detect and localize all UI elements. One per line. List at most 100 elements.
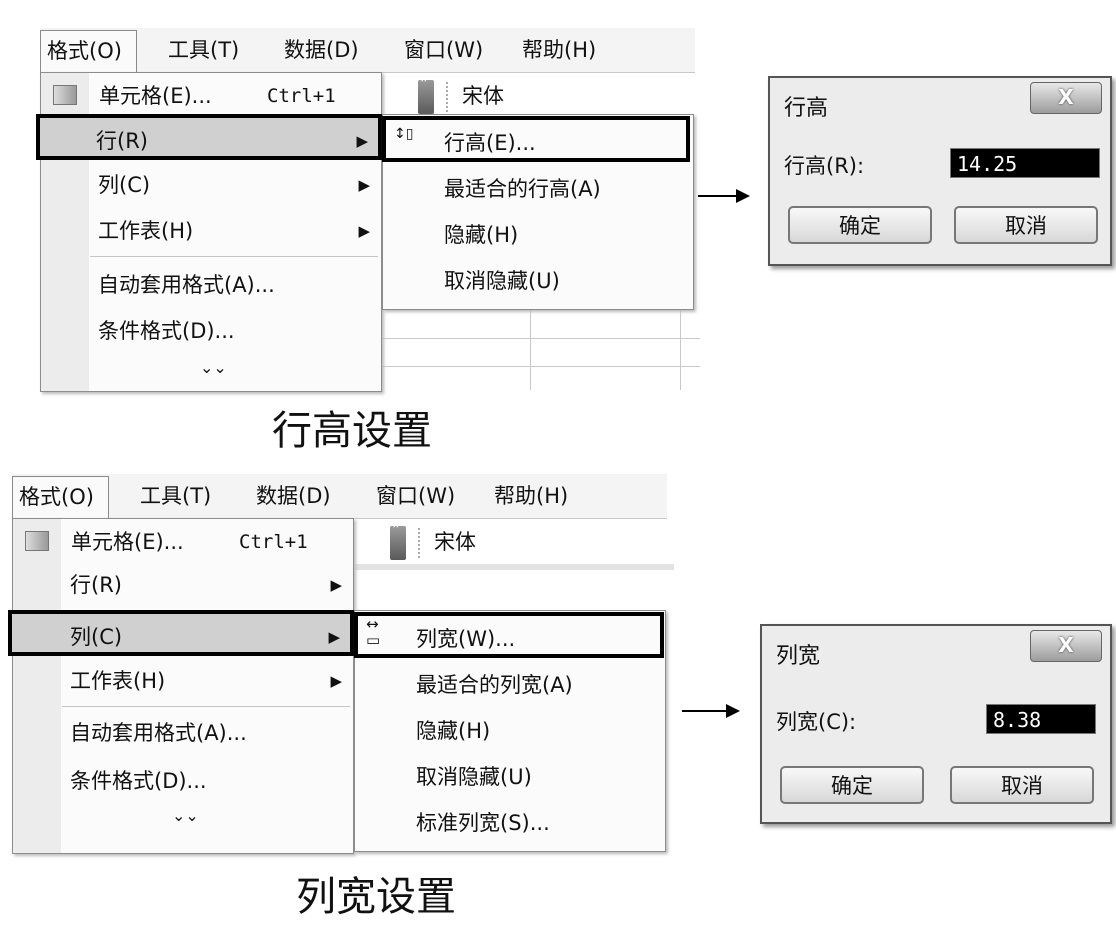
row-height-label: 行高(R): <box>784 154 865 178</box>
submenu-item-column-hide[interactable]: 隐藏(H) <box>354 708 664 754</box>
arrow-icon <box>682 704 740 718</box>
menu-item-label: 隐藏(H) <box>416 719 491 743</box>
shortcut-label: Ctrl+1 <box>267 85 336 107</box>
grid-line <box>380 366 700 367</box>
close-icon[interactable]: X <box>1030 630 1102 662</box>
expand-menu-icon[interactable]: ⌄⌄ <box>172 806 199 825</box>
menu-item-label: 最适合的行高(A) <box>444 177 601 201</box>
menu-item-sheet[interactable]: 工作表(H) ▶ <box>40 208 380 254</box>
ok-button[interactable]: 确定 <box>788 206 932 244</box>
submenu-item-column-autofit[interactable]: 最适合的列宽(A) <box>354 662 664 708</box>
arrow-icon <box>698 189 750 203</box>
menu-item-label: 工作表(H) <box>98 219 194 243</box>
menu-item-autoformat[interactable]: 自动套用格式(A)... <box>40 262 380 308</box>
menu-bar: 格式(O) 工具(T) 数据(D) 窗口(W) 帮助(H) <box>12 474 667 519</box>
menu-data[interactable]: 数据(D) <box>256 484 331 508</box>
menu-item-conditional[interactable]: 条件格式(D)... <box>12 758 352 804</box>
submenu-item-row-height[interactable]: ↕▯ 行高(E)... <box>382 116 690 162</box>
submenu-item-row-hide[interactable]: 隐藏(H) <box>382 212 690 258</box>
menu-separator <box>62 706 350 707</box>
menu-help[interactable]: 帮助(H) <box>494 484 569 508</box>
caption-column-width: 列宽设置 <box>296 874 456 920</box>
menu-tools[interactable]: 工具(T) <box>168 38 240 62</box>
dialog-title: 行高 <box>784 96 829 121</box>
menu-format[interactable]: 格式(O) <box>40 30 137 73</box>
menu-item-label: 单元格(E)... <box>71 530 184 554</box>
grid-line <box>380 338 700 339</box>
menu-item-label: 单元格(E)... <box>99 84 212 108</box>
submenu-item-column-unhide[interactable]: 取消隐藏(U) <box>354 754 664 800</box>
format-cells-icon <box>53 85 77 105</box>
menu-help[interactable]: 帮助(H) <box>522 38 597 62</box>
menu-item-label: 工作表(H) <box>70 669 166 693</box>
grid-line <box>530 310 531 390</box>
column-width-dialog: 列宽 X 列宽(C): 8.38 确定 取消 <box>760 624 1112 824</box>
submenu-item-row-autofit[interactable]: 最适合的行高(A) <box>382 166 690 212</box>
column-width-panel: 格式(O) 工具(T) 数据(D) 窗口(W) 帮助(H) 宋体 单元格(E).… <box>0 466 1116 932</box>
menu-item-label: 取消隐藏(U) <box>444 269 560 293</box>
menu-item-row[interactable]: 行(R) ▶ <box>36 114 382 160</box>
menu-item-label: 列(C) <box>70 625 123 649</box>
font-name-box[interactable]: 宋体 <box>462 84 504 108</box>
submenu-item-column-width[interactable]: ↔▭ 列宽(W)... <box>354 612 664 658</box>
menu-item-label: 行(R) <box>96 129 148 153</box>
menu-item-label: 条件格式(D)... <box>98 319 235 343</box>
submenu-arrow-icon: ▶ <box>358 222 370 240</box>
menu-item-label: 隐藏(H) <box>444 223 519 247</box>
menu-data[interactable]: 数据(D) <box>284 38 359 62</box>
caption-row-height: 行高设置 <box>272 408 432 454</box>
column-width-input[interactable]: 8.38 <box>986 704 1096 734</box>
menu-format[interactable]: 格式(O) <box>12 476 109 519</box>
menu-item-cells[interactable]: 单元格(E)... Ctrl+1 <box>13 519 353 565</box>
toolbar-grip <box>418 528 422 558</box>
menu-item-label: 行高(E)... <box>444 131 536 155</box>
menu-item-cells[interactable]: 单元格(E)... Ctrl+1 <box>41 73 381 119</box>
submenu-arrow-icon: ▶ <box>330 672 342 690</box>
menu-separator <box>90 256 378 257</box>
format-cells-icon <box>25 531 49 551</box>
column-width-label: 列宽(C): <box>776 710 857 734</box>
menu-item-conditional[interactable]: 条件格式(D)... <box>40 308 380 354</box>
menu-item-row[interactable]: 行(R) ▶ <box>12 562 352 608</box>
row-height-input[interactable]: 14.25 <box>950 148 1100 178</box>
format-menu: 单元格(E)... Ctrl+1 <box>12 518 354 854</box>
toolbar-options-icon[interactable] <box>390 520 406 560</box>
menu-item-label: 列宽(W)... <box>416 627 516 651</box>
submenu-item-column-standard[interactable]: 标准列宽(S)... <box>354 800 664 846</box>
row-height-dialog: 行高 X 行高(R): 14.25 确定 取消 <box>768 76 1112 266</box>
dialog-title: 列宽 <box>776 644 821 669</box>
submenu-arrow-icon: ▶ <box>330 576 342 594</box>
menu-tools[interactable]: 工具(T) <box>140 484 212 508</box>
row-height-icon: ↕▯ <box>394 126 414 142</box>
column-width-icon: ↔▭ <box>366 615 381 649</box>
menu-window[interactable]: 窗口(W) <box>376 484 456 508</box>
menu-item-column[interactable]: 列(C) ▶ <box>40 162 380 208</box>
menu-icon-strip <box>13 519 61 853</box>
close-icon[interactable]: X <box>1030 82 1102 114</box>
menu-bar: 格式(O) 工具(T) 数据(D) 窗口(W) 帮助(H) <box>40 28 695 73</box>
menu-item-label: 列(C) <box>98 173 151 197</box>
menu-item-autoformat[interactable]: 自动套用格式(A)... <box>12 710 352 756</box>
menu-item-sheet[interactable]: 工作表(H) ▶ <box>12 658 352 704</box>
cancel-button[interactable]: 取消 <box>954 206 1098 244</box>
ok-button[interactable]: 确定 <box>780 766 924 804</box>
submenu-item-row-unhide[interactable]: 取消隐藏(U) <box>382 258 690 304</box>
toolbar-shadow <box>354 564 674 570</box>
expand-menu-icon[interactable]: ⌄⌄ <box>200 358 227 377</box>
submenu-arrow-icon: ▶ <box>358 176 370 194</box>
menu-window[interactable]: 窗口(W) <box>404 38 484 62</box>
toolbar-grip <box>446 82 450 112</box>
menu-item-label: 自动套用格式(A)... <box>70 721 247 745</box>
font-name-box[interactable]: 宋体 <box>434 530 476 554</box>
menu-item-label: 取消隐藏(U) <box>416 765 532 789</box>
menu-item-label: 行(R) <box>70 573 122 597</box>
menu-item-label: 条件格式(D)... <box>70 769 207 793</box>
cancel-button[interactable]: 取消 <box>950 766 1094 804</box>
toolbar-options-icon[interactable] <box>418 74 434 114</box>
menu-item-column[interactable]: 列(C) ▶ <box>8 610 354 656</box>
menu-item-label: 自动套用格式(A)... <box>98 273 275 297</box>
row-height-panel: 格式(O) 工具(T) 数据(D) 窗口(W) 帮助(H) 宋体 单元格(E).… <box>0 0 1116 466</box>
submenu-arrow-icon: ▶ <box>328 628 340 646</box>
submenu-arrow-icon: ▶ <box>356 132 368 150</box>
menu-item-label: 标准列宽(S)... <box>416 811 550 835</box>
